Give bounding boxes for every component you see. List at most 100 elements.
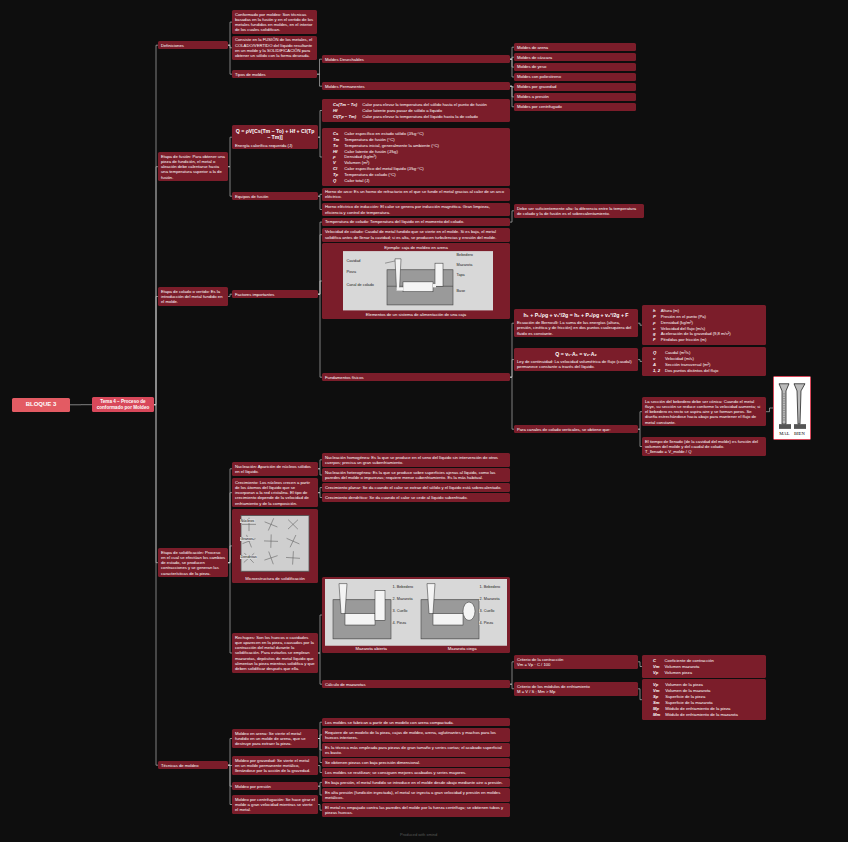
part-label: Base (456, 289, 466, 293)
part-label: Bebedero (456, 253, 473, 257)
node-text: Técnicas de moldeo (161, 763, 225, 768)
sprue-shape-illustration (777, 379, 807, 431)
node-text: Horno eléctrico de inducción: El calor s… (325, 204, 507, 215)
node-text: Moldeo en arena: Se vierte el metal fund… (235, 731, 315, 747)
node-text: Vp (647, 682, 660, 687)
node-text: Criterio de los módulos de enfriamiento (517, 684, 635, 689)
topic-box: Moldes con poliestireno (514, 73, 636, 81)
node-text: Cs(Tm − To) (327, 102, 357, 107)
node-text: Aceleración de la gravedad (9,8 m/s²) (661, 331, 761, 336)
caption-row: MALBIEN (777, 431, 807, 437)
topic-box: Técnicas de moldeo (158, 761, 228, 769)
part-label: Granos (240, 537, 253, 541)
topic-box: Q = v₁·A₁ = v₂·A₂Ley de continuidad: La … (514, 348, 638, 371)
node-text: Moldes de yeso (517, 64, 633, 69)
node-text: MAL (779, 431, 789, 437)
node-text: Para canales de colado verticales, se ob… (517, 427, 635, 432)
node-text: Moldes a presión (517, 94, 633, 99)
topic-box: Moldeo por centrifugación: Se hace girar… (232, 795, 318, 814)
topic-box: Moldeo por presión (232, 782, 318, 790)
node-text: Q (647, 350, 660, 355)
node-text: Módulo de enfriamiento de la mazarota (665, 712, 761, 717)
node-text: Debe ser suficientemente alta: la difere… (517, 206, 641, 217)
node-text: Etapa de colado o vertido: Es la introdu… (161, 289, 225, 305)
node-text: Cl(Tp − Tm) (327, 114, 357, 119)
topic-box: Es la técnica más empleada para piezas d… (322, 743, 510, 757)
node-text: En alta presión (fundición inyectada), e… (325, 790, 507, 801)
node-text: Etapa de fusión: Para obtener una pieza … (161, 154, 225, 180)
table-box: CsCalor específico en estado sólido (J/k… (322, 128, 510, 186)
node-text: Calor específico en estado sólido (J/kg·… (344, 131, 505, 136)
part-label: Canal de colado (346, 283, 374, 287)
topic-box: Definiciones (158, 41, 228, 49)
topic-box: Horno de arco: Es un horno de refractari… (322, 188, 510, 202)
node-text: El metal es empujado contra las paredes … (325, 805, 507, 816)
node-text: Moldes con poliestireno (517, 74, 633, 79)
topic-box: Moldes de cáscara (514, 53, 636, 61)
node-text: Crecimiento planar: Se da cuando el calo… (325, 485, 507, 490)
node-text: Sección transversal (m²) (665, 362, 761, 367)
watermark: Produced with xmind (400, 832, 437, 837)
node-text: h (647, 308, 656, 313)
node-text: Mm (647, 712, 660, 717)
part-label: 3. Cuello (392, 609, 408, 613)
table-box: VpVolumen de la piezaVmVolumen de la maz… (642, 679, 766, 719)
node-text: Los moldes se reutilizan; se consiguen m… (325, 770, 507, 775)
node-text: Nucleación homogénea: Es la que se produ… (325, 455, 507, 466)
topic-box: Rechupes: Son los huecos o cavidades que… (232, 633, 318, 673)
caption-row: Elementos de un sistema de alimentación … (325, 312, 507, 317)
topic-box: Moldeo en arena: Se vierte el metal fund… (232, 729, 318, 748)
node-text: Q = v₁·A₁ = v₂·A₂ (517, 351, 635, 358)
node-text: En baja presión, el metal fundido se int… (325, 780, 507, 785)
node-text: Crecimiento: Los núcleos crecen a partir… (235, 480, 315, 506)
caption-row: Microestructura de solidificación (235, 576, 315, 581)
topic-box: Crecimiento planar: Se da cuando el calo… (322, 483, 510, 491)
node-text: Es la técnica más empleada para piezas d… (325, 745, 507, 756)
part-label: 4. Pieza (392, 621, 407, 625)
illustration-area (777, 379, 807, 431)
node-text: g (647, 331, 656, 336)
node-text: Ejemplo: caja de moldeo en arena (325, 245, 507, 250)
node-text: Calor para elevar la temperatura del sól… (362, 102, 505, 107)
illustration-box: Mazarota abiertaMazarota ciega1. Bebeder… (322, 577, 510, 653)
node-text: Volumen mazarota (665, 664, 761, 669)
connector (154, 297, 158, 405)
node-text: Criterio de la contracción (517, 657, 635, 662)
node-text: Crecimiento dendrítico: Se da cuando el … (325, 495, 507, 500)
topic-box: La sección del bebedero debe ser cónica:… (642, 397, 766, 426)
node-text: Volumen (m³) (344, 160, 505, 165)
topic-box: Se obtienen piezas con baja precisión di… (322, 758, 510, 766)
topic-box: Factores importantes (232, 290, 318, 298)
node-text: BLOQUE 3 (16, 401, 66, 409)
topic-box: Conformado por moldeo: Son técnicas basa… (232, 10, 317, 34)
node-text: Moldeo por centrifugación: Se hace girar… (235, 797, 315, 813)
node-text: Etapa de solidificación: Proceso en el c… (161, 550, 225, 576)
node-text: Vm = Vp · C / 100 (517, 662, 635, 667)
node-text: Horno de arco: Es un horno de refractari… (325, 189, 507, 200)
connector (766, 408, 773, 412)
part-label: Núcleos (240, 519, 255, 523)
topic-box: Cálculo de mazarotas (322, 680, 510, 688)
node-text: Se obtienen piezas con baja precisión di… (325, 760, 507, 765)
part-label: Cavidad (346, 259, 361, 263)
node-text: Hf (327, 149, 339, 154)
node-text: Vp (647, 670, 660, 675)
topic-box: Moldes por centrifugado (514, 103, 636, 111)
node-text: ρ (327, 154, 339, 159)
node-text: La sección del bebedero debe ser cónica:… (645, 399, 763, 425)
part-label: 2. Mazarota (479, 597, 500, 601)
node-text: Moldes de cáscara (517, 55, 633, 60)
node-text: Nucleación heterogénea: Es la que se pro… (325, 470, 507, 481)
node-text: Pérdidas por fricción (m) (661, 337, 761, 342)
topic-box: Equipos de fusión (232, 192, 318, 200)
node-text: Mazarota abierta (355, 646, 386, 651)
node-text: Tm (327, 137, 339, 142)
node-text: Altura (m) (661, 308, 761, 313)
topic-box: BLOQUE 3 (12, 398, 70, 412)
node-text: Sp (647, 694, 660, 699)
topic-box: Temperatura de colado: Temperatura del l… (322, 218, 510, 226)
node-text: V (327, 160, 339, 165)
node-text: Equipos de fusión (235, 194, 315, 199)
node-text: Calor latente para pasar de sólido a líq… (362, 108, 505, 113)
node-text: Fundamentos físicos (325, 375, 507, 380)
